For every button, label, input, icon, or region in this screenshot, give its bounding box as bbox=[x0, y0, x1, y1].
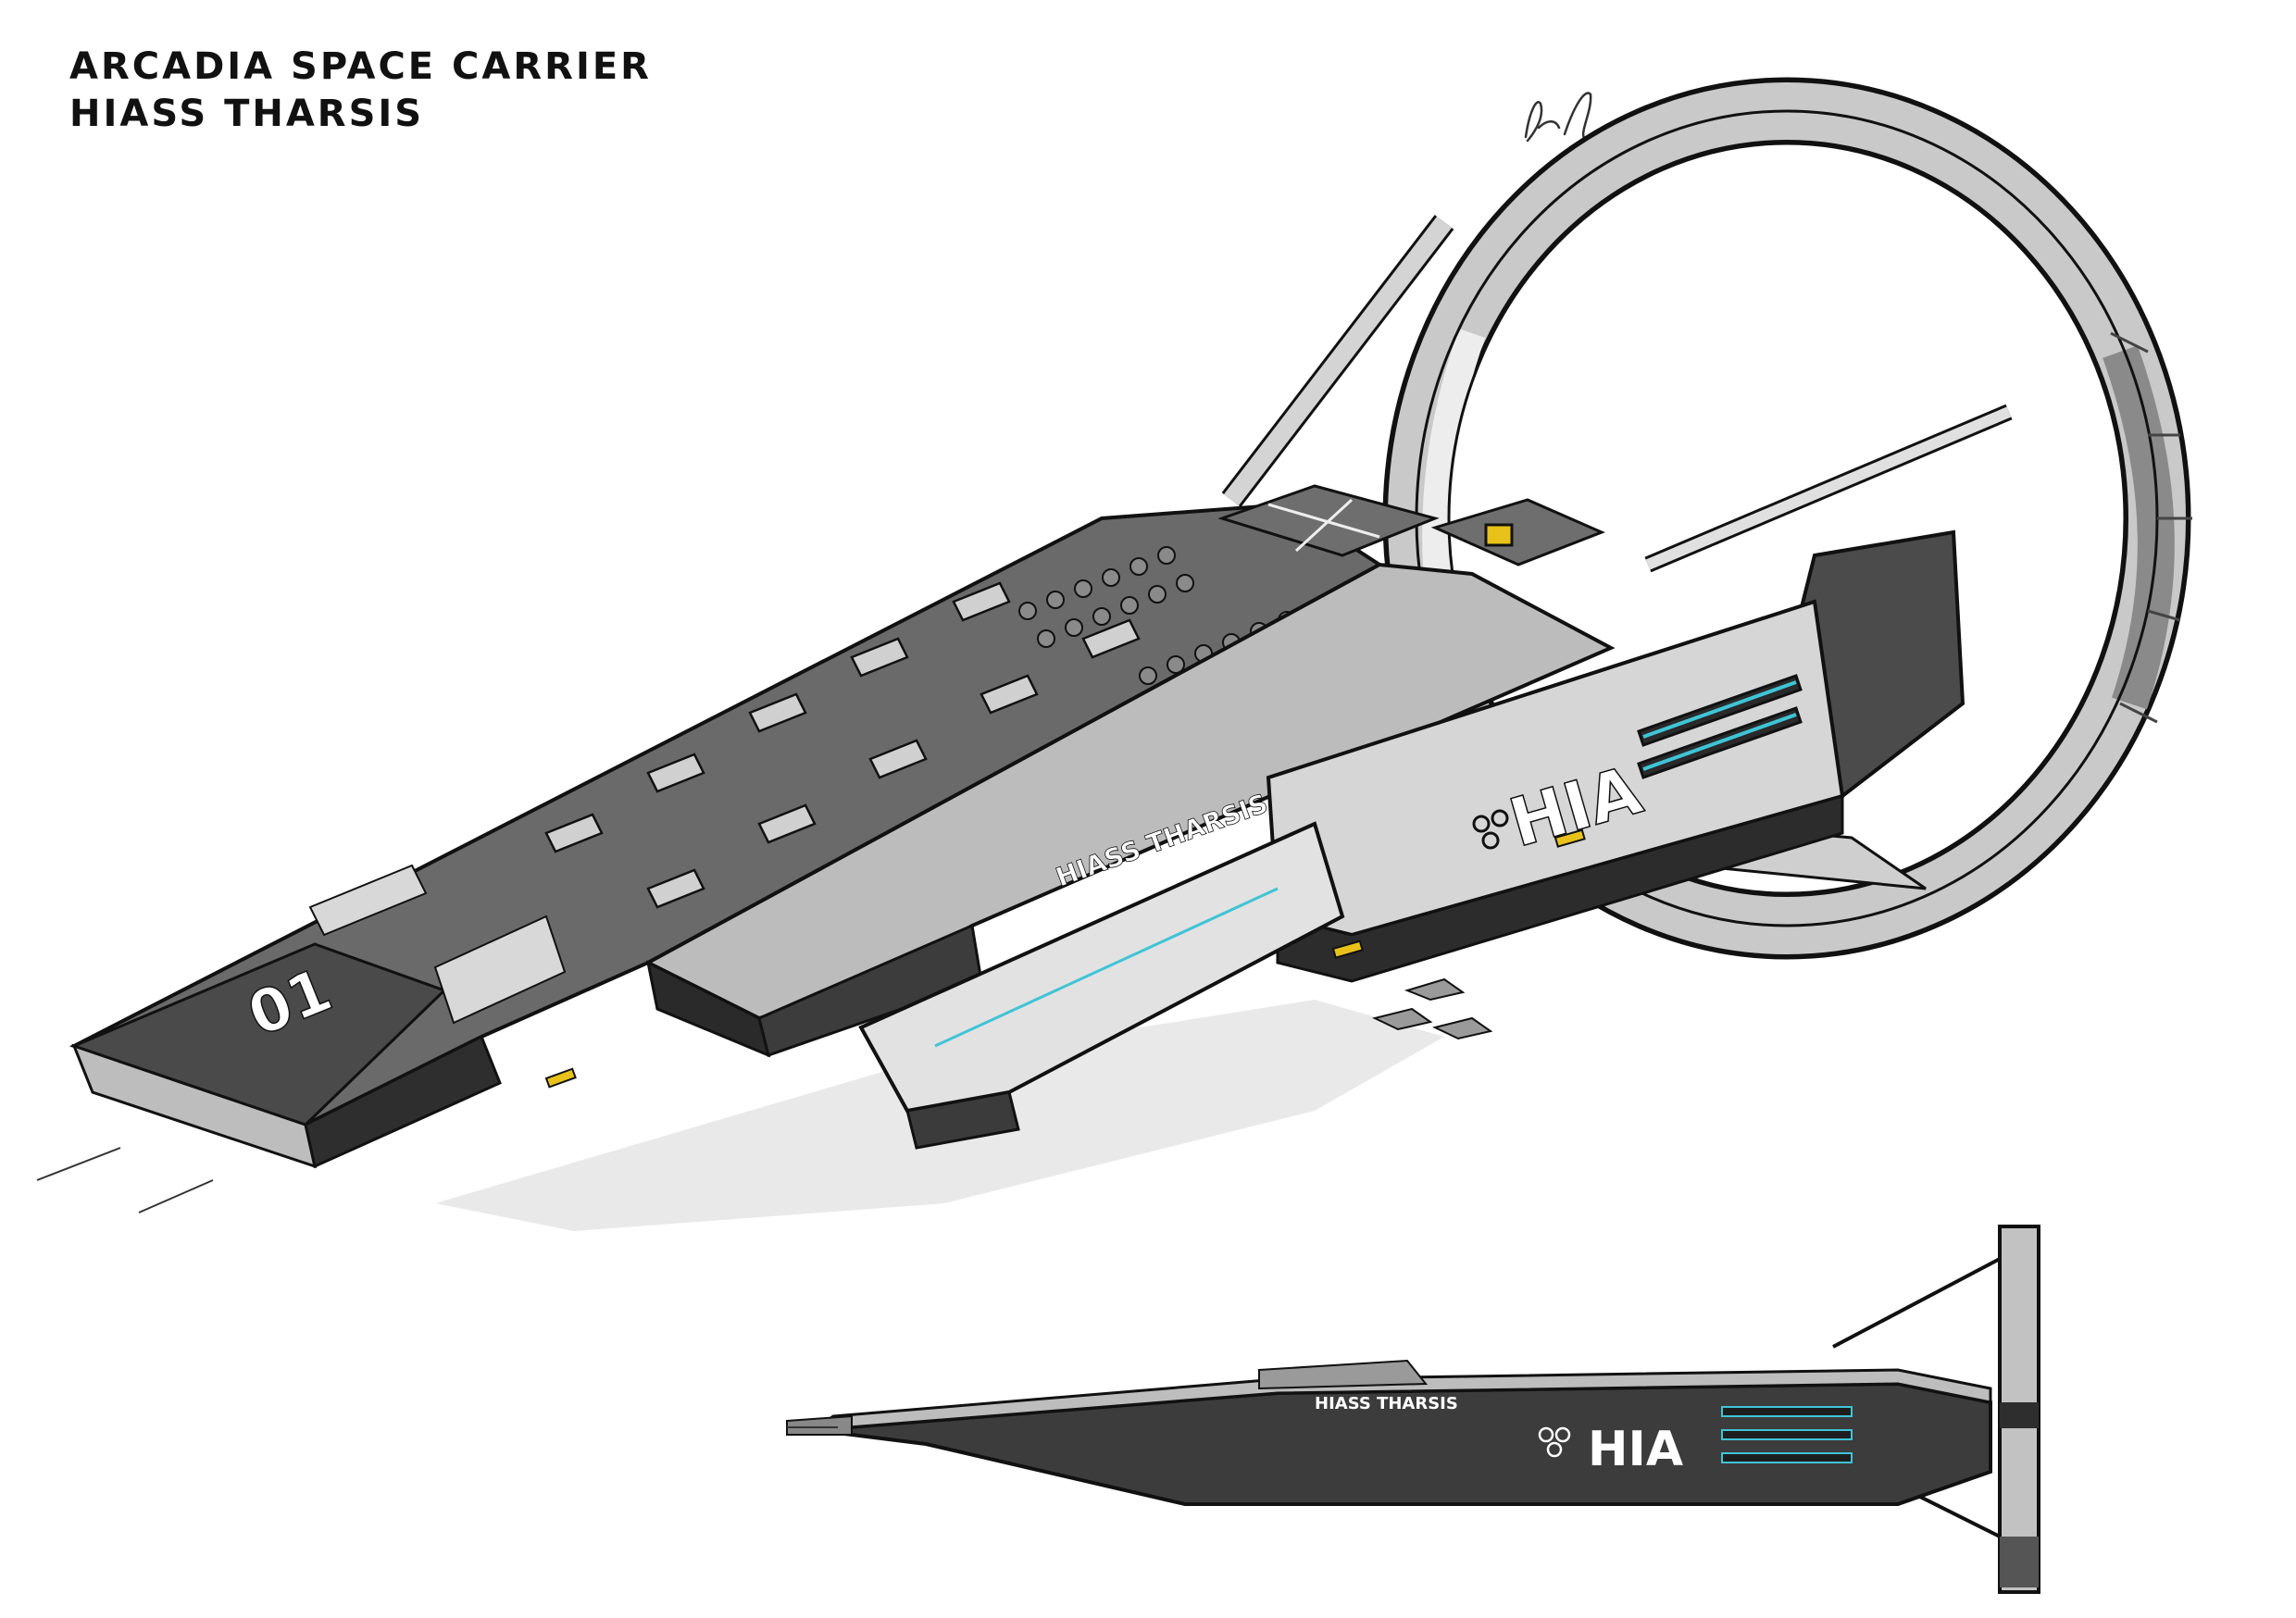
deck-bunkers bbox=[544, 581, 1141, 909]
side-hull-name-marking: HIASS THARSIS bbox=[1315, 1394, 1458, 1413]
cyan-vents bbox=[1637, 674, 1803, 779]
sheet-title: ARCADIA SPACE CARRIER bbox=[69, 45, 652, 88]
side-circles-emblem bbox=[1538, 1426, 1571, 1458]
side-cyan-vents bbox=[1721, 1406, 1853, 1463]
escort-fighters bbox=[1372, 977, 1493, 1040]
hull-circles-emblem bbox=[1472, 809, 1509, 850]
yellow-running-lights bbox=[544, 828, 1586, 1089]
landing-pads bbox=[1217, 484, 1605, 566]
side-hull-code-marking: HIA bbox=[1588, 1422, 1683, 1477]
sheet-subtitle: HIASS THARSIS bbox=[69, 93, 425, 135]
carrier-perspective-view: HIA HIASS THARSIS 01 bbox=[36, 77, 2192, 1231]
lower-hangar-boom bbox=[858, 821, 1345, 1114]
carrier-side-view: HIA HIASS THARSIS bbox=[786, 1225, 2040, 1594]
deck-hangar-grates bbox=[308, 864, 567, 1025]
engine-wake-lines bbox=[36, 1147, 214, 1214]
